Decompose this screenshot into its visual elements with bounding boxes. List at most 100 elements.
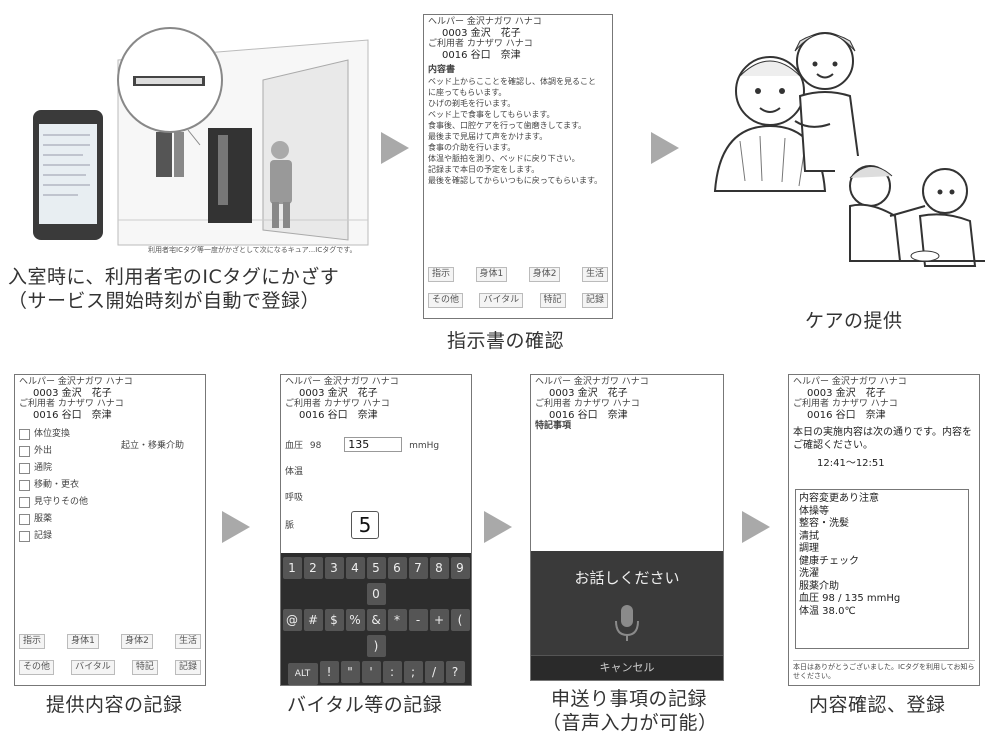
arrow-icon bbox=[742, 511, 770, 543]
staff-id: 0016 谷口 奈津 bbox=[807, 410, 886, 421]
service-item[interactable]: 記録 bbox=[19, 531, 201, 542]
keyboard-key[interactable]: 0 bbox=[366, 583, 386, 605]
keyboard-key[interactable]: ! bbox=[319, 661, 339, 683]
content-line: 体操等 bbox=[799, 505, 829, 517]
service-item[interactable]: 体位変換 bbox=[19, 429, 201, 440]
keyboard-key[interactable]: + bbox=[429, 609, 449, 631]
arrow-icon bbox=[651, 132, 679, 164]
content-line: 体温 38.0℃ bbox=[799, 605, 856, 617]
tab-button[interactable]: バイタル bbox=[71, 660, 115, 675]
helper-name: ヘルパー 金沢ナガワ ハナコ bbox=[285, 377, 399, 387]
tab-button[interactable]: その他 bbox=[428, 293, 464, 308]
tab-button[interactable]: バイタル bbox=[479, 293, 524, 308]
tab-button[interactable]: 身体2 bbox=[528, 267, 561, 282]
service-item[interactable]: 通院 bbox=[19, 463, 201, 474]
content-line: 健康チェック bbox=[799, 555, 859, 567]
checkbox-icon[interactable] bbox=[19, 446, 30, 457]
keyboard-key[interactable]: ' bbox=[361, 661, 381, 683]
time-range: 12:41～12:51 bbox=[817, 458, 885, 469]
keyboard-key[interactable]: * bbox=[387, 609, 407, 631]
checkbox-icon[interactable] bbox=[19, 531, 30, 542]
tab-button[interactable]: 特記 bbox=[131, 660, 158, 675]
staff-id: 0016 谷口 奈津 bbox=[33, 410, 112, 421]
instruction-line: ベッド上で食事をしてもらいます。 bbox=[428, 110, 555, 119]
instruction-line: 食事後、口腔ケアを行って歯磨きしてます。 bbox=[428, 121, 587, 130]
keyboard-key[interactable]: - bbox=[408, 609, 428, 631]
content-line: 血圧 98 / 135 mmHg bbox=[799, 593, 901, 604]
bp-high-input[interactable]: 135 bbox=[344, 437, 403, 452]
keyboard-key[interactable]: 2 bbox=[303, 557, 323, 579]
tab-button[interactable]: 指示 bbox=[428, 267, 455, 282]
keyboard-key[interactable]: ) bbox=[366, 635, 386, 657]
section-title: 特記事項 bbox=[535, 421, 572, 431]
keyboard-key[interactable]: ALT bbox=[287, 663, 318, 685]
keyboard-key[interactable]: 4 bbox=[345, 557, 365, 579]
tab-button[interactable]: 身体2 bbox=[121, 634, 153, 649]
helper-name: ヘルパー 金沢ナガワ ハナコ bbox=[19, 377, 133, 387]
tab-button[interactable]: その他 bbox=[19, 660, 55, 675]
tab-button[interactable]: 記録 bbox=[581, 293, 608, 308]
tab-button[interactable]: 指示 bbox=[19, 634, 46, 649]
phone-service-record: ヘルパー 金沢ナガワ ハナコ 0003 金沢 花子 ご利用者 カナザワ ハナコ … bbox=[14, 374, 206, 686]
keyboard-key[interactable]: 7 bbox=[408, 557, 428, 579]
side-item[interactable]: 起立・移乗介助 bbox=[121, 441, 185, 451]
keyboard-key[interactable]: 6 bbox=[387, 557, 407, 579]
keyboard-key[interactable]: " bbox=[340, 661, 360, 683]
checkbox-icon[interactable] bbox=[19, 514, 30, 525]
keyboard-key[interactable]: ? bbox=[445, 661, 465, 683]
tab-button[interactable]: 特記 bbox=[539, 293, 566, 308]
keyboard-key[interactable]: $ bbox=[324, 609, 344, 631]
caption-step7: 内容確認、登録 bbox=[809, 694, 946, 716]
content-line: 清拭 bbox=[799, 530, 819, 542]
service-item-label: 体位変換 bbox=[34, 429, 71, 439]
keyboard-key[interactable]: : bbox=[382, 661, 402, 683]
caption-step3: ケアの提供 bbox=[805, 310, 903, 332]
service-item[interactable]: 服薬 bbox=[19, 514, 201, 525]
keyboard-key[interactable]: & bbox=[366, 609, 386, 631]
service-item[interactable]: 外出 bbox=[19, 446, 201, 457]
section-title: 内容書 bbox=[428, 65, 456, 75]
instruction-body: ベッド上からこことを確認し、体調を見ることに座ってもらいます。ひげの剃毛を行いま… bbox=[428, 76, 608, 186]
service-item-label: 移動・更衣 bbox=[34, 480, 80, 490]
cancel-button[interactable]: キャンセル bbox=[531, 655, 723, 680]
instruction-line: 最後を確認してからいつもに戻ってもらいます。 bbox=[428, 176, 603, 185]
service-item[interactable]: 移動・更衣 bbox=[19, 480, 201, 491]
service-item[interactable]: 見守りその他 bbox=[19, 497, 201, 508]
keyboard-key[interactable]: % bbox=[345, 609, 365, 631]
staff-id: 0016 谷口 奈津 bbox=[299, 410, 378, 421]
value-input[interactable]: 5 bbox=[351, 511, 379, 539]
service-item-label: 記録 bbox=[34, 531, 53, 541]
keyboard-key[interactable]: 3 bbox=[324, 557, 344, 579]
keyboard-key[interactable]: 8 bbox=[429, 557, 449, 579]
caption-step1-line2: （サービス開始時刻が自動で登録） bbox=[8, 290, 321, 312]
checkbox-icon[interactable] bbox=[19, 429, 30, 440]
keyboard-key[interactable]: @ bbox=[282, 609, 302, 631]
checkbox-icon[interactable] bbox=[19, 480, 30, 491]
phone-voice-note: ヘルパー 金沢ナガワ ハナコ 0003 金沢 花子 ご利用者 カナザワ ハナコ … bbox=[530, 374, 724, 681]
checkbox-icon[interactable] bbox=[19, 497, 30, 508]
ic-tag-sign-caption: 利用者宅ICタグ等一度がかざとして次になるキュア...ICタグです。 bbox=[148, 246, 357, 254]
confirm-intro: 本日の実施内容は次の通りです。内容をご確認ください。 bbox=[793, 427, 972, 451]
room-illustration bbox=[33, 27, 369, 246]
tab-button[interactable]: 身体1 bbox=[67, 634, 99, 649]
content-box: 内容変更あり注意体操等整容・洗髪清拭調理健康チェック洗濯服薬介助血圧 98 / … bbox=[795, 489, 969, 649]
keyboard-key[interactable]: 1 bbox=[282, 557, 302, 579]
keyboard-key[interactable]: / bbox=[424, 661, 444, 683]
keyboard-key[interactable]: 5 bbox=[366, 557, 386, 579]
keyboard-key[interactable]: 9 bbox=[450, 557, 470, 579]
helper-name: ヘルパー 金沢ナガワ ハナコ bbox=[428, 17, 542, 27]
keyboard-key[interactable]: ; bbox=[403, 661, 423, 683]
microphone-icon[interactable] bbox=[612, 603, 642, 643]
keyboard-key[interactable]: # bbox=[303, 609, 323, 631]
tab-button[interactable]: 記録 bbox=[174, 660, 201, 675]
pulse-label: 脈 bbox=[285, 521, 295, 531]
checkbox-icon[interactable] bbox=[19, 463, 30, 474]
client-kana: ご利用者 カナザワ ハナコ bbox=[285, 399, 390, 409]
scene-care bbox=[700, 6, 985, 281]
instruction-line: に座ってもらいます。 bbox=[428, 88, 507, 97]
keyboard-key[interactable]: ( bbox=[450, 609, 470, 631]
tab-button[interactable]: 生活 bbox=[581, 267, 608, 282]
phone-instructions: ヘルパー 金沢ナガワ ハナコ 0003 金沢 花子 ご利用者 カナザワ ハナコ … bbox=[423, 14, 613, 319]
tab-button[interactable]: 身体1 bbox=[475, 267, 508, 282]
tab-button[interactable]: 生活 bbox=[174, 634, 201, 649]
